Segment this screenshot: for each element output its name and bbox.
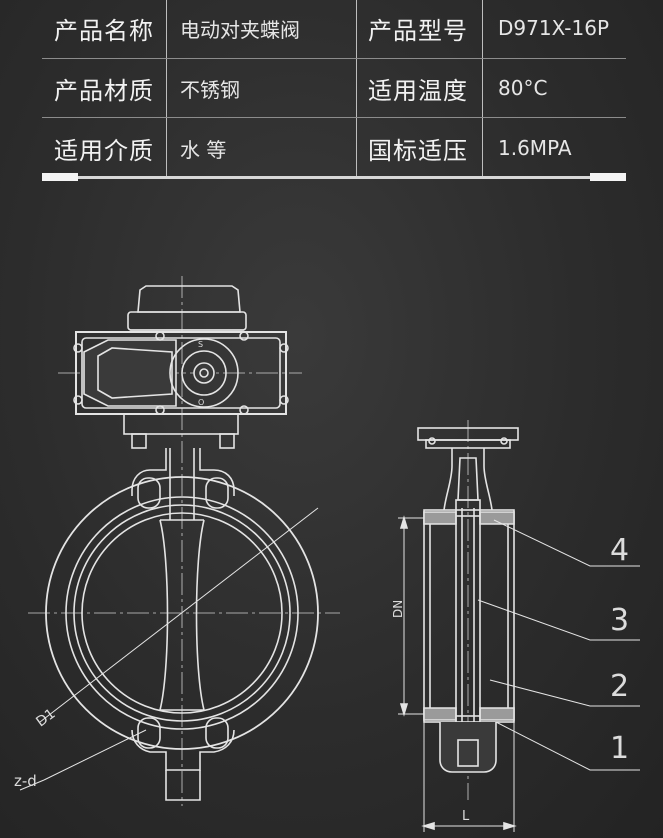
spec-value: 80°C: [498, 76, 548, 100]
spec-value: 1.6MPA: [498, 136, 572, 160]
spec-row: 适用介质 水 等 国标适压 1.6MPA: [42, 120, 626, 180]
dim-dn-label: DN: [391, 600, 405, 618]
table-corner-cap: [590, 173, 626, 181]
actuator-mark-s: S: [198, 340, 203, 349]
valve-side-view: [398, 420, 640, 832]
actuator-mark-o: O: [198, 398, 204, 407]
valve-front-view: [19, 276, 340, 806]
spec-label: 产品材质: [54, 76, 154, 105]
spec-value: 水 等: [180, 137, 227, 162]
spec-label: 产品名称: [54, 16, 154, 45]
table-corner-cap: [42, 173, 78, 181]
part-number-3: 3: [610, 603, 629, 638]
valve-technical-drawing: D1 z-d S O: [14, 276, 640, 832]
row-divider: [42, 117, 626, 118]
table-bottom-line: [42, 176, 626, 179]
spec-value: 电动对夹蝶阀: [180, 17, 300, 42]
table-divider: [482, 0, 483, 176]
spec-row: 产品材质 不锈钢 适用温度 80°C: [42, 60, 626, 120]
part-number-1: 1: [610, 731, 629, 766]
spec-label: 适用温度: [368, 76, 468, 105]
dim-zd-label: z-d: [14, 772, 37, 790]
spec-table: 产品名称 电动对夹蝶阀 产品型号 D971X-16P 产品材质 不锈钢 适用温度…: [42, 0, 626, 182]
part-number-2: 2: [610, 669, 629, 704]
dim-l-label: L: [462, 809, 470, 824]
spec-label: 国标适压: [368, 136, 468, 165]
spec-value: 不锈钢: [180, 77, 240, 102]
table-divider: [166, 0, 167, 176]
table-divider: [356, 0, 357, 176]
spec-value: D971X-16P: [498, 16, 610, 40]
spec-label: 适用介质: [54, 136, 154, 165]
spec-row: 产品名称 电动对夹蝶阀 产品型号 D971X-16P: [42, 0, 626, 60]
dim-d1-label: D1: [33, 706, 58, 731]
row-divider: [42, 58, 626, 59]
spec-label: 产品型号: [368, 16, 468, 45]
part-number-4: 4: [610, 533, 629, 568]
